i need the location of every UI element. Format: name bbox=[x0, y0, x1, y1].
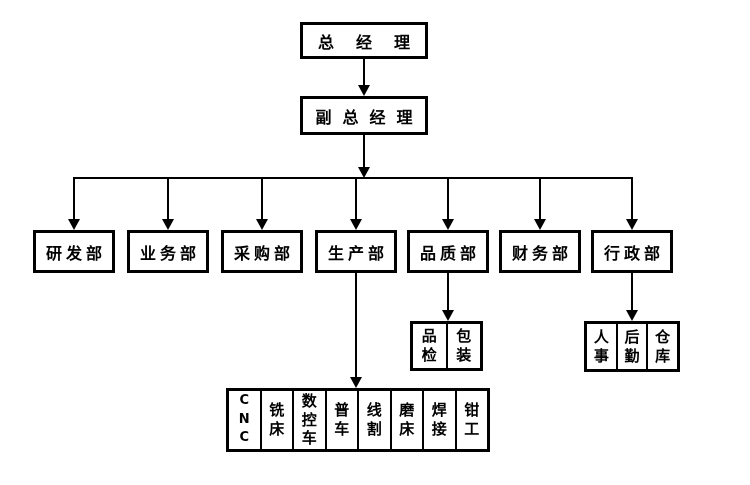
connector-drop-finance bbox=[539, 179, 541, 219]
node-subunit-packaging: 包 装 bbox=[445, 324, 481, 368]
node-general-manager: 总经理 bbox=[300, 22, 428, 59]
node-subunit-fitter: 钳 工 bbox=[454, 391, 488, 449]
node-dept-production-label: 生产部 bbox=[327, 243, 388, 263]
arrowhead-production-to-subunits bbox=[350, 377, 362, 388]
node-deputy-general-manager: 副总经理 bbox=[300, 96, 428, 135]
arrowhead-drop-production bbox=[350, 219, 362, 230]
node-dept-admin: 行政部 bbox=[591, 230, 673, 273]
node-subunit-milling: 铣 床 bbox=[259, 391, 293, 449]
node-subunit-quality-inspection: 品 检 bbox=[413, 324, 446, 368]
connector-gm-to-dgm bbox=[363, 59, 365, 86]
connector-distribution-line bbox=[73, 177, 633, 179]
node-subunit-grinding: 磨 床 bbox=[389, 391, 423, 449]
node-subunit-cnc-lathe-label: 数 控 车 bbox=[301, 391, 317, 448]
node-subunit-warehouse-label: 仓 库 bbox=[655, 327, 671, 365]
arrowhead-drop-admin bbox=[626, 219, 638, 230]
node-subunit-cnc-label: C N C bbox=[238, 392, 250, 446]
node-subunit-cnc: C N C bbox=[229, 391, 260, 449]
node-subunit-quality-inspection-label: 品 检 bbox=[421, 327, 437, 364]
node-dept-quality-label: 品质部 bbox=[419, 243, 480, 263]
arrowhead-quality-to-subunits bbox=[442, 310, 454, 321]
arrowhead-admin-to-subunits bbox=[626, 310, 638, 321]
group-admin-subunits: 人 事 后 勤 仓 库 bbox=[584, 321, 680, 372]
node-dept-purchasing: 采购部 bbox=[221, 230, 303, 273]
arrowhead-gm-to-dgm bbox=[358, 85, 370, 96]
connector-drop-quality bbox=[447, 179, 449, 219]
node-subunit-lathe: 普 车 bbox=[324, 391, 358, 449]
connector-production-to-subunits bbox=[355, 273, 357, 377]
arrowhead-drop-finance bbox=[534, 219, 546, 230]
node-dept-business: 业务部 bbox=[127, 230, 209, 273]
connector-quality-to-subunits bbox=[447, 273, 449, 310]
node-subunit-logistics: 后 勤 bbox=[615, 324, 647, 369]
node-dept-quality: 品质部 bbox=[407, 230, 489, 273]
group-production-subunits: C N C 铣 床 数 控 车 普 车 线 割 磨 床 焊 接 钳 工 bbox=[226, 388, 490, 452]
node-dept-rnd-label: 研发部 bbox=[45, 243, 106, 263]
connector-admin-to-subunits bbox=[631, 273, 633, 310]
node-subunit-wire-cut-label: 线 割 bbox=[366, 401, 382, 438]
arrowhead-drop-quality bbox=[442, 219, 454, 230]
connector-drop-rnd bbox=[73, 179, 75, 219]
node-subunit-hr-label: 人 事 bbox=[593, 327, 609, 365]
connector-drop-purchasing bbox=[261, 179, 263, 219]
node-subunit-lathe-label: 普 车 bbox=[334, 401, 350, 438]
node-subunit-milling-label: 铣 床 bbox=[269, 401, 285, 438]
connector-drop-business bbox=[167, 179, 169, 219]
node-subunit-packaging-label: 包 装 bbox=[456, 327, 472, 364]
node-subunit-welding: 焊 接 bbox=[422, 391, 455, 449]
node-general-manager-label: 总经理 bbox=[317, 32, 432, 52]
arrowhead-dgm-to-trunk bbox=[358, 167, 370, 178]
node-subunit-hr: 人 事 bbox=[587, 324, 616, 369]
node-deputy-general-manager-label: 副总经理 bbox=[315, 107, 424, 127]
group-quality-subunits: 品 检 包 装 bbox=[410, 321, 483, 371]
arrowhead-drop-purchasing bbox=[256, 219, 268, 230]
node-subunit-warehouse: 仓 库 bbox=[646, 324, 677, 369]
node-subunit-logistics-label: 后 勤 bbox=[624, 327, 640, 365]
node-dept-finance-label: 财务部 bbox=[511, 243, 572, 263]
node-subunit-grinding-label: 磨 床 bbox=[399, 401, 415, 438]
node-dept-admin-label: 行政部 bbox=[603, 243, 664, 263]
node-subunit-fitter-label: 钳 工 bbox=[464, 401, 480, 438]
connector-drop-admin bbox=[631, 179, 633, 219]
node-subunit-wire-cut: 线 割 bbox=[357, 391, 390, 449]
node-subunit-cnc-lathe: 数 控 车 bbox=[292, 391, 325, 449]
node-dept-business-label: 业务部 bbox=[139, 243, 200, 263]
connector-dgm-to-trunk bbox=[363, 135, 365, 168]
node-subunit-welding-label: 焊 接 bbox=[431, 401, 447, 438]
node-dept-production: 生产部 bbox=[315, 230, 397, 273]
node-dept-rnd: 研发部 bbox=[33, 230, 115, 273]
arrowhead-drop-business bbox=[162, 219, 174, 230]
node-dept-finance: 财务部 bbox=[499, 230, 581, 273]
arrowhead-drop-rnd bbox=[68, 219, 80, 230]
connector-drop-production bbox=[355, 179, 357, 219]
node-dept-purchasing-label: 采购部 bbox=[233, 243, 294, 263]
